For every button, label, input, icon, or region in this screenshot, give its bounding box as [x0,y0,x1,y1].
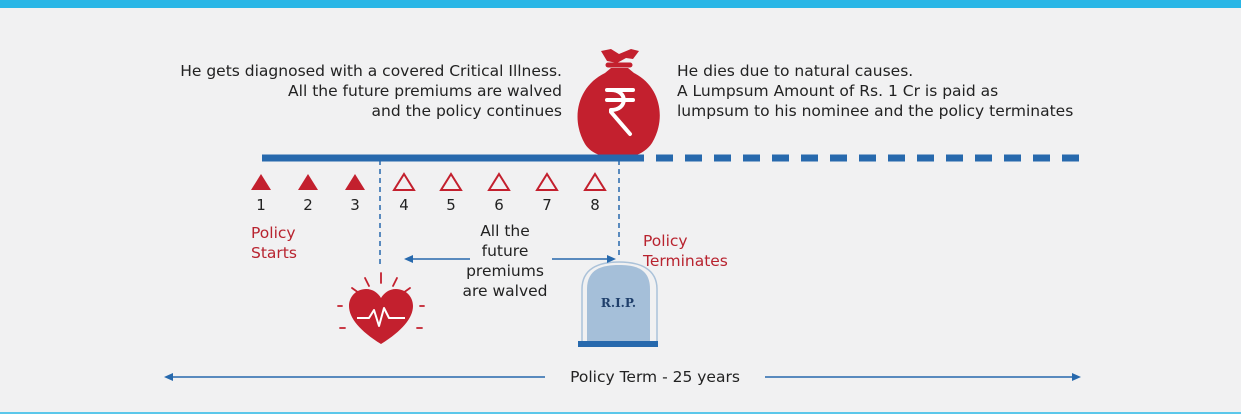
policy-terminates-label: Policy Terminates [643,231,728,271]
premium-year-7: 7 [542,196,552,214]
right-event-line-1: He dies due to natural causes. [677,62,914,80]
waived-premium-triangle-7 [535,172,559,191]
policy-starts-label: Policy Starts [251,223,297,263]
premium-year-1: 1 [256,196,266,214]
death-event-text: He dies due to natural causes. A Lumpsum… [677,61,1073,121]
left-event-line-2: All the future premiums are walved [288,82,562,100]
waived-note-line-1: All the [480,222,530,240]
premium-year-3: 3 [350,196,360,214]
waived-premium-triangle-8 [583,172,607,191]
critical-illness-event-text: He gets diagnosed with a covered Critica… [180,61,562,121]
premium-year-2: 2 [303,196,313,214]
policy-starts-line-2: Starts [251,244,297,262]
policy-term-label: Policy Term - 25 years [570,368,740,386]
waived-premium-triangle-6 [487,172,511,191]
policy-terminates-line-2: Terminates [643,252,728,270]
paid-premium-triangle-1 [251,174,271,190]
heartbeat-icon [337,272,425,344]
left-event-line-1: He gets diagnosed with a covered Critica… [180,62,562,80]
premium-year-4: 4 [399,196,409,214]
paid-premium-triangle-3 [345,174,365,190]
right-event-line-3: lumpsum to his nominee and the policy te… [677,102,1074,120]
money-bag-rupee-icon [577,49,660,158]
policy-starts-line-1: Policy [251,224,296,242]
waived-note-line-2: future [481,242,529,260]
diagram-graphics [164,49,1084,381]
waived-note-line-4: are walved [462,282,548,300]
tombstone-icon [578,261,658,347]
premium-year-6: 6 [494,196,504,214]
waived-premium-triangle-4 [392,172,416,191]
tombstone-rip-text: R.I.P. [600,296,637,310]
policy-term-arrow [164,373,1081,381]
premium-year-5: 5 [446,196,456,214]
waived-note-line-3: premiums [466,262,544,280]
waived-premiums-arrow [404,255,616,263]
premium-year-8: 8 [590,196,600,214]
right-event-line-2: A Lumpsum Amount of Rs. 1 Cr is paid as [677,82,999,100]
waived-premiums-note: All the future premiums are walved [445,221,565,301]
policy-terminates-line-1: Policy [643,232,688,250]
waived-premium-triangle-5 [439,172,463,191]
paid-premium-triangle-2 [298,174,318,190]
left-event-line-3: and the policy continues [371,102,562,120]
